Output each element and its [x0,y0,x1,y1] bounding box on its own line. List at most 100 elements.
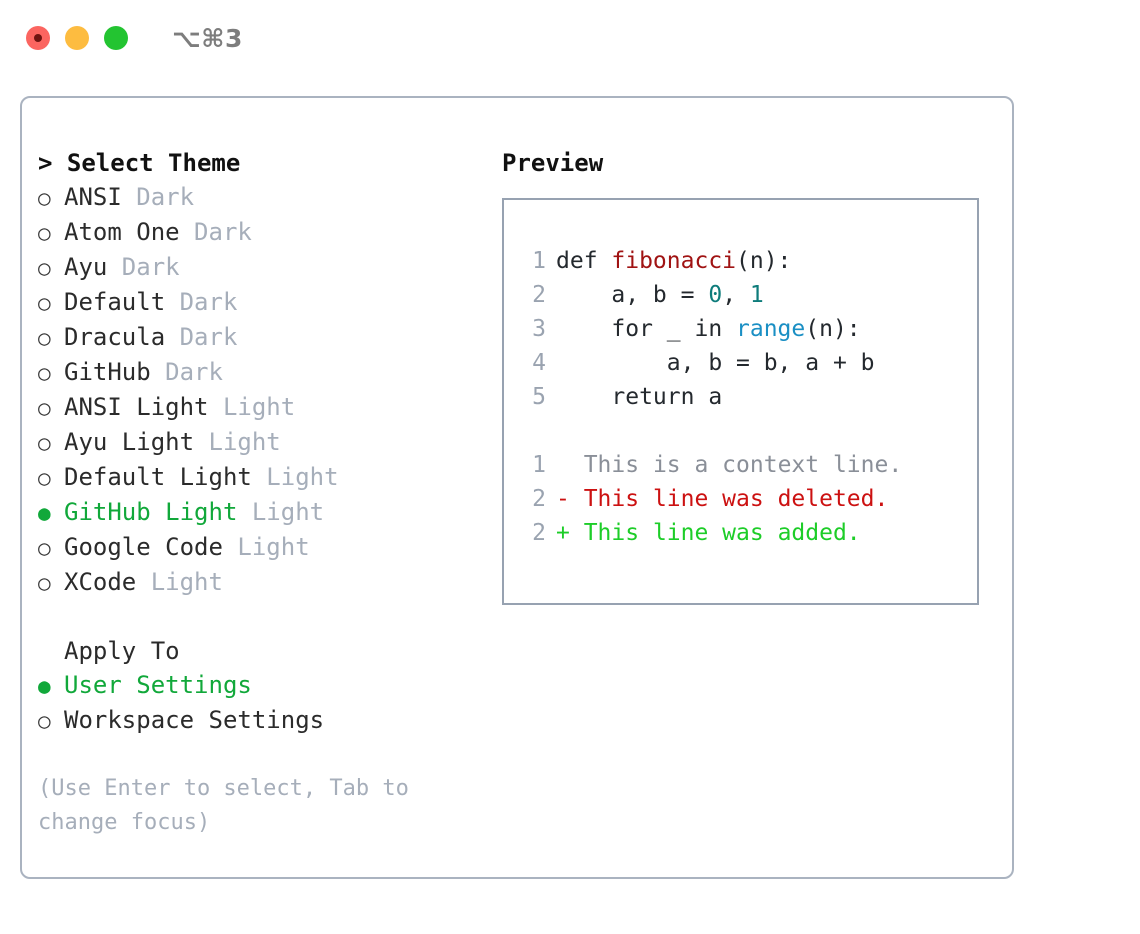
diff-marker: + [556,520,584,546]
page-title: > Select Theme [38,149,241,177]
code-line: 4 a, b = b, a + b [516,346,977,380]
radio-empty-icon: ○ [38,291,51,315]
diff-line-deleted: 2- This line was deleted. [516,482,977,516]
code-line: 5 return a [516,380,977,414]
diff-line-context: 1 This is a context line. [516,448,977,482]
diff-line-text: This is a context line. [583,452,903,478]
diff-marker: - [556,486,584,512]
radio-empty-icon: ○ [38,536,51,560]
theme-option-label: Ayu Light [64,428,195,456]
diff-line-added: 2 + This line was added. [516,516,977,550]
apply-to-heading: Apply To [64,637,180,665]
code-token-plain: a, b = b, a + b [556,350,875,376]
theme-option-ayu-light[interactable]: ○Ayu Light Light [38,425,498,460]
code-diff-separator [516,414,977,448]
theme-option-ansi-light[interactable]: ○ ANSI Light Light [38,390,498,425]
radio-empty-icon: ○ [38,256,51,280]
window-titlebar: ⌥⌘3 [0,0,1140,76]
code-line-number: 4 [532,350,546,376]
code-token-plain: for _ in [556,316,737,342]
theme-option-label: XCode [64,568,137,596]
code-token-num: 1 [749,282,764,308]
code-line: 2 a, b = 0, 1 [516,278,977,312]
radio-empty-icon: ○ [38,361,51,385]
theme-option-github[interactable]: ○ GitHub Dark [38,355,498,390]
maximize-icon[interactable] [104,26,128,50]
code-line-number: 1 [532,248,546,274]
theme-option-variant: Dark [121,183,195,211]
diff-preview: 1 This is a context line.2- This line wa… [516,448,977,550]
theme-option-variant: Dark [165,323,238,351]
radio-selected-icon: ● [38,501,51,525]
theme-option-default-light[interactable]: ○Default Light Light [38,460,498,495]
theme-option-variant: Dark [107,253,180,281]
code-line-number: 3 [532,316,546,342]
radio-empty-icon: ○ [38,396,51,420]
theme-option-google-code[interactable]: ○ Google Code Light [38,530,498,565]
code-line-number: 2 [532,282,546,308]
theme-option-xcode[interactable]: ○ XCode Light [38,565,498,600]
theme-option-label: Dracula [64,323,166,351]
radio-empty-icon: ○ [38,709,51,733]
theme-option-variant: Light [194,428,281,456]
close-icon[interactable] [26,26,50,50]
code-line: 3 for _ in range(n): [516,312,977,346]
theme-option-ayu[interactable]: ○Ayu Dark [38,250,498,285]
radio-selected-icon: ● [38,674,51,698]
theme-option-variant: Light [208,393,296,421]
apply-to-option-label: User Settings [64,671,252,699]
apply-to-list[interactable]: ● User Settings ○ Workspace Settings [38,668,498,738]
theme-option-variant: Light [136,568,223,596]
code-token-plain: (n): [805,316,861,342]
theme-list[interactable]: ○ANSI Dark○Atom One Dark○Ayu Dark○Defaul… [38,180,498,600]
list-spacer [38,600,498,634]
code-token-plain: a, b = [556,282,709,308]
hint-spacer [38,738,498,772]
code-token-plain: return a [556,384,723,410]
theme-picker-column: > Select Theme ○ANSI Dark○Atom One Dark○… [38,146,498,840]
theme-option-variant: Dark [165,288,238,316]
code-token-fn: fibonacci [611,248,737,274]
code-line: 1 def fibonacci(n): [516,244,977,278]
theme-option-variant: Dark [179,218,252,246]
theme-option-label: Default Light [64,463,252,491]
preview-title: Preview [502,149,604,177]
apply-to-option-user-settings[interactable]: ● User Settings [38,668,498,703]
theme-option-atom-one[interactable]: ○Atom One Dark [38,215,498,250]
radio-empty-icon: ○ [38,466,51,490]
diff-marker [556,448,584,482]
theme-option-label: Atom One [64,218,180,246]
theme-option-variant: Dark [150,358,223,386]
theme-option-label: ANSI [64,183,122,211]
code-token-plain: , [722,282,750,308]
theme-option-variant: Light [237,498,325,526]
theme-option-label: Google Code [64,533,223,561]
diff-line-number: 2 [532,520,546,546]
theme-option-dracula[interactable]: ○ Dracula Dark [38,320,498,355]
code-token-plain: (n): [736,248,792,274]
theme-option-default[interactable]: ○ Default Dark [38,285,498,320]
theme-option-label: GitHub [64,358,151,386]
theme-option-github-light[interactable]: ● GitHub Light Light [38,495,498,530]
theme-option-variant: Light [222,533,310,561]
apply-to-option-label: Workspace Settings [64,706,325,734]
diff-line-number: 2 [532,486,546,512]
radio-empty-icon: ○ [38,186,51,210]
minimize-icon[interactable] [65,26,89,50]
window-controls [26,26,128,50]
keyboard-shortcut-label: ⌥⌘3 [172,23,243,53]
theme-option-label: GitHub Light [64,498,238,526]
diff-line-text: This line was added. [583,520,861,546]
main-panel: > Select Theme ○ANSI Dark○Atom One Dark○… [20,96,1014,879]
code-token-plain: def [556,248,612,274]
radio-empty-icon: ○ [38,326,51,350]
diff-line-number: 1 [532,452,546,478]
theme-option-label: Default [64,288,166,316]
theme-option-label: ANSI Light [64,393,209,421]
theme-option-ansi[interactable]: ○ ANSI Dark [38,180,498,215]
apply-to-option-workspace-settings[interactable]: ○ Workspace Settings [38,703,498,738]
radio-empty-icon: ○ [38,571,51,595]
